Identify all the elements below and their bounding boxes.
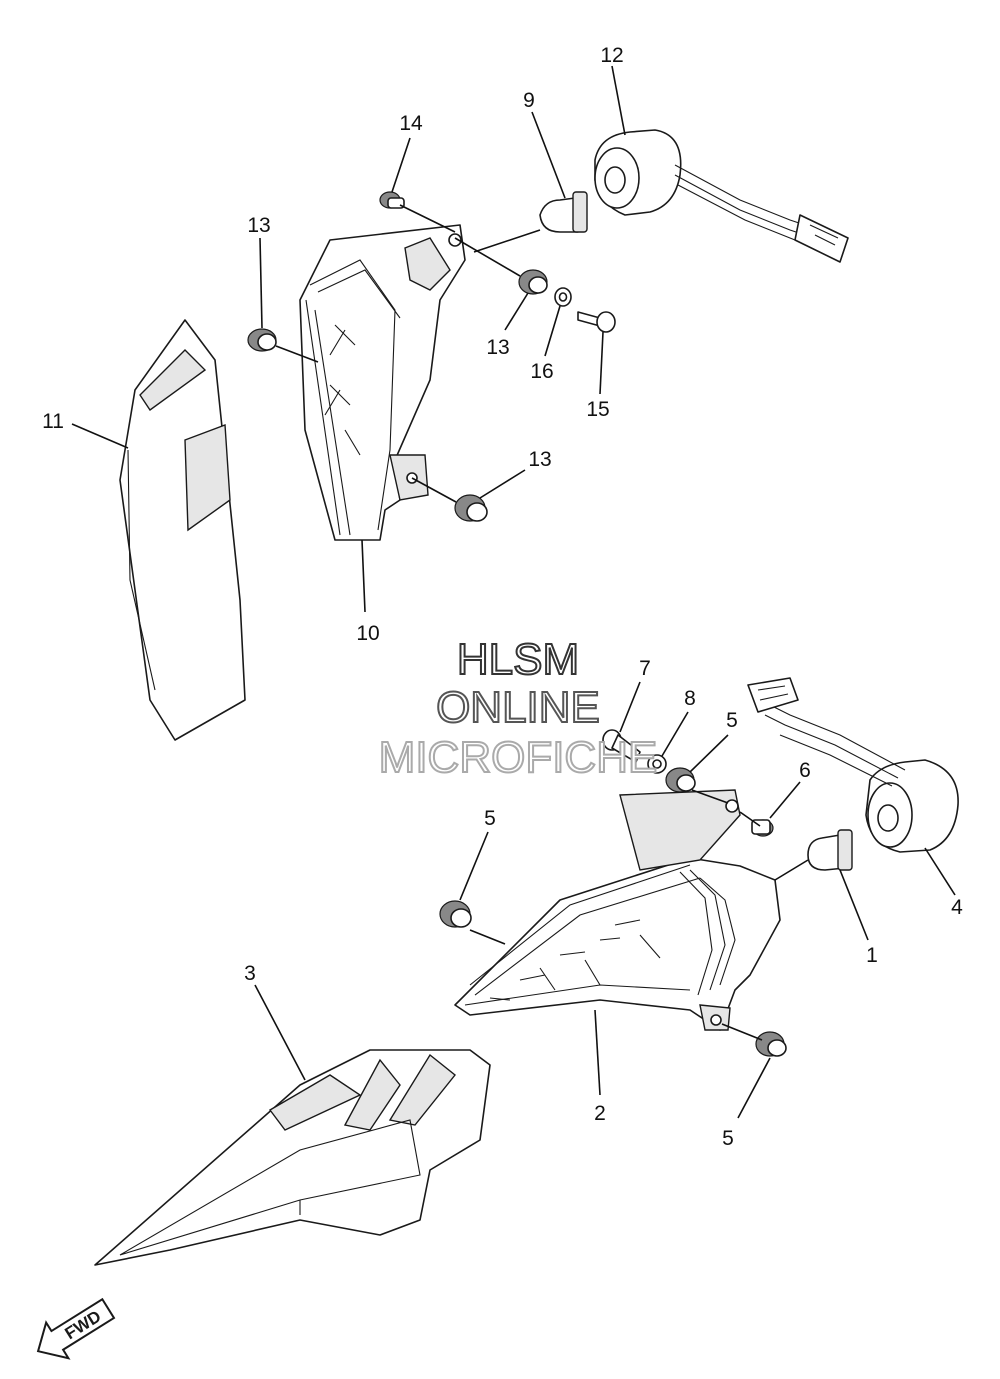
callout-15: 15 [586, 398, 609, 421]
callout-3: 3 [244, 962, 256, 985]
lens-cover-3[interactable] [94, 1049, 491, 1266]
callout-6: 6 [799, 759, 811, 782]
grommet-13-lower[interactable] [454, 494, 488, 522]
grommet-5-bottom[interactable] [755, 1031, 787, 1057]
screw-15[interactable] [577, 311, 616, 333]
bulb-9[interactable] [539, 191, 588, 233]
callout-10: 10 [356, 622, 379, 645]
callout-11: 11 [42, 410, 64, 433]
callout-1: 1 [866, 944, 878, 967]
bulb-1[interactable] [807, 829, 853, 871]
callout-14: 14 [399, 112, 423, 135]
washer-8[interactable] [647, 754, 667, 774]
callout-2: 2 [594, 1102, 606, 1125]
light-housing-2[interactable] [454, 789, 781, 1031]
watermark-line-2: ONLINE [436, 683, 600, 732]
grommet-5-left[interactable] [439, 900, 472, 928]
lens-cover-11[interactable] [119, 319, 246, 741]
watermark: HLSM ONLINE MICROFICHE [378, 634, 659, 783]
watermark-line-3: MICROFICHE [379, 733, 658, 782]
light-housing-10[interactable] [299, 224, 466, 541]
callout-5-top: 5 [726, 709, 738, 732]
callout-13-left: 13 [247, 214, 270, 237]
grommet-13-mid[interactable] [518, 269, 548, 295]
callout-13-mid: 13 [486, 336, 509, 359]
callout-16: 16 [530, 360, 553, 383]
callout-5-bottom: 5 [722, 1127, 734, 1150]
callout-7: 7 [639, 657, 651, 680]
callout-4: 4 [951, 896, 963, 919]
bulb-socket-4[interactable] [747, 677, 959, 853]
washer-16[interactable] [554, 287, 572, 307]
callout-8: 8 [684, 687, 696, 710]
callout-9: 9 [523, 89, 535, 112]
forward-arrow-icon: FWD [36, 1297, 116, 1360]
watermark-line-1: HLSM [457, 635, 579, 684]
callout-5-left: 5 [484, 807, 496, 830]
grommet-13-left[interactable] [247, 328, 277, 352]
bulb-socket-12[interactable] [594, 129, 849, 263]
callout-13-lower: 13 [528, 448, 551, 471]
screw-7[interactable] [602, 729, 641, 763]
grommet-5-top[interactable] [665, 767, 696, 793]
callout-12: 12 [600, 44, 623, 67]
